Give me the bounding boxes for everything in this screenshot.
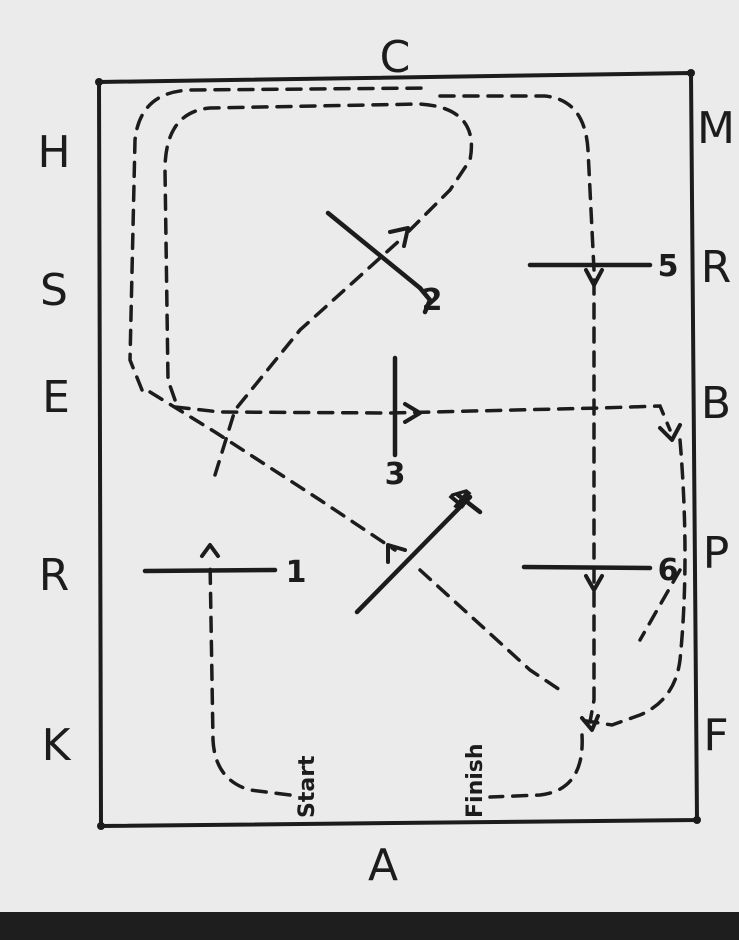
course-path-diagonal-e-to-f [148, 390, 397, 552]
course-path-inner-left [163, 102, 474, 402]
arena-letter-bottom: A [368, 840, 398, 891]
pole-2-tail [417, 285, 433, 315]
poles [142, 210, 653, 615]
course-path-diagonal-to-f [418, 568, 562, 692]
arrowhead-at-5 [584, 268, 604, 287]
paper-bottom-edge [0, 912, 739, 940]
arrowhead-at-4 [386, 543, 407, 564]
pole-4-tip [455, 492, 483, 515]
arena-letter-left-s: S [40, 265, 68, 316]
course-path-e-to-b [173, 404, 672, 432]
arrowhead-at-b [658, 423, 682, 442]
pole-3-number: 3 [385, 457, 406, 492]
arena-letter-right-p: P [703, 528, 730, 579]
arena-corner-dot [693, 816, 701, 824]
finish-label: Finish [463, 743, 488, 818]
course-paths [128, 86, 687, 799]
arrowheads [200, 226, 682, 732]
start-label: Start [295, 755, 320, 818]
arena-letter-right-b: B [701, 378, 731, 429]
arena-letter-left-h: H [37, 127, 70, 178]
arrowhead-at-3 [403, 402, 422, 424]
arena-letter-left-r: R [39, 550, 70, 601]
arena-letter-right-f: F [703, 710, 728, 761]
pole-5-number: 5 [658, 249, 679, 284]
pole-6-number: 6 [658, 553, 679, 588]
course-path-start-loop [208, 558, 292, 797]
pole-6 [521, 564, 653, 571]
arena-corner-dot [95, 78, 103, 86]
course-path-right-vertical [588, 278, 596, 724]
course-path-top-right [438, 94, 596, 272]
arena-corner-dot [687, 69, 695, 77]
pole-1-number: 1 [286, 555, 307, 590]
arena-corner-dot [97, 822, 105, 830]
arrowhead-at-1 [200, 543, 220, 558]
pole-2-number: 2 [422, 283, 443, 318]
arena-letter-left-k: K [42, 720, 72, 771]
pole-2 [325, 210, 423, 291]
arena-letter-left-e: E [42, 372, 70, 423]
course-path-under-6 [638, 568, 682, 642]
course-path-b-to-f-loop [578, 438, 687, 727]
course-path-finish-curve [488, 733, 584, 799]
arena-letter-top: C [380, 32, 411, 83]
arrowhead-at-6 [584, 574, 604, 592]
pole-1 [142, 567, 278, 574]
arrowhead-at-2 [388, 226, 410, 248]
arena-letter-right-r: R [701, 242, 732, 293]
pole-4 [354, 494, 473, 615]
arrowhead-at-f [580, 714, 600, 732]
arena-letter-right-m: M [697, 103, 735, 154]
course-path-outer-left [128, 86, 432, 392]
course-path-diagonal-to-2 [213, 238, 402, 477]
paper-background [0, 0, 739, 912]
